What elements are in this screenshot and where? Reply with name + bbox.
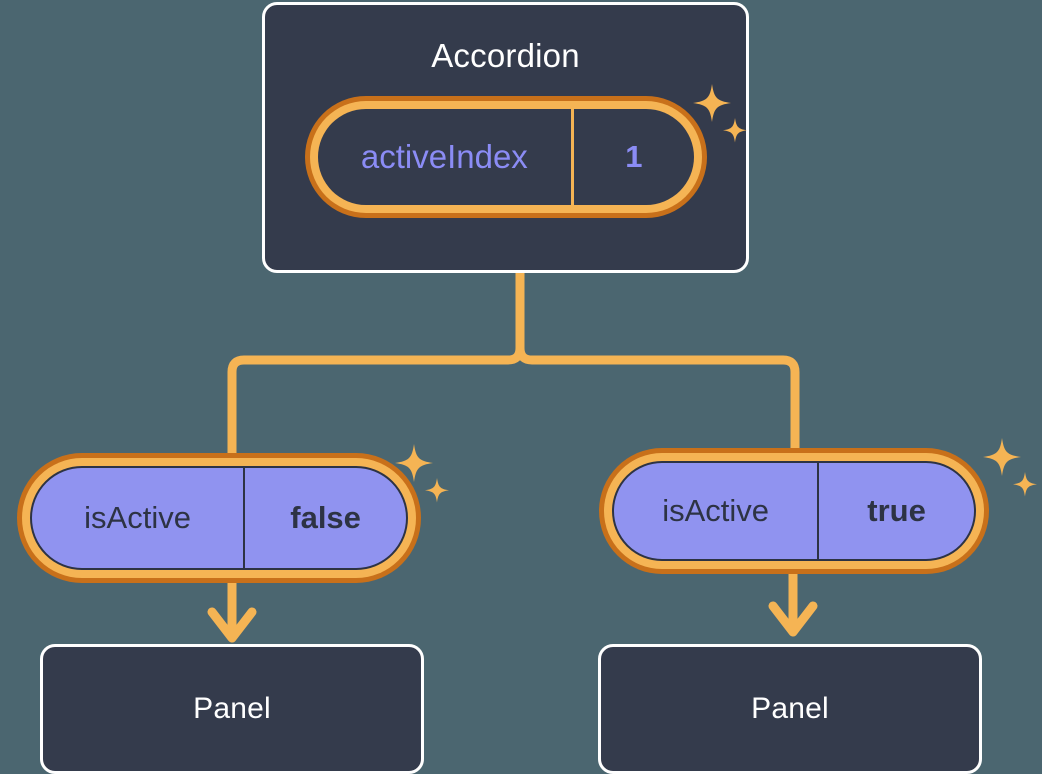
pill-body: isActive false [30,466,408,570]
pill-ring: activeIndex 1 [310,101,702,213]
state-value-label: 1 [625,139,643,174]
prop-value-label: true [867,493,926,528]
sparkle-icon [983,438,1021,476]
panel-title-right: Panel [751,692,829,725]
panel-component-card-left[interactable]: Panel [40,644,424,774]
sparkle-small-icon [1013,472,1037,497]
branch-connector-icon [515,267,800,455]
arrow-down-head-icon [207,607,257,643]
branch-connector-icon [227,267,525,460]
panel-title-left: Panel [193,692,271,725]
prop-key-label: isActive [614,463,820,559]
pill-body: isActive true [612,461,976,561]
prop-value-label: false [290,500,361,535]
pill-body: activeIndex 1 [318,109,694,205]
sparkle-decoration-right [980,436,1040,511]
pill-ring: isActive false [22,458,416,578]
pill-ring: isActive true [604,453,984,569]
prop-pill-is-active-false[interactable]: isActive false [17,453,421,583]
prop-pill-is-active-true[interactable]: isActive true [599,448,989,574]
state-pill-active-index[interactable]: activeIndex 1 [305,96,707,218]
accordion-title: Accordion [431,37,580,74]
sparkle-small-icon [425,478,449,503]
panel-component-card-right[interactable]: Panel [598,644,982,774]
prop-key-label: isActive [32,468,246,568]
arrow-down-head-icon [768,601,818,637]
state-key-label: activeIndex [318,109,574,205]
